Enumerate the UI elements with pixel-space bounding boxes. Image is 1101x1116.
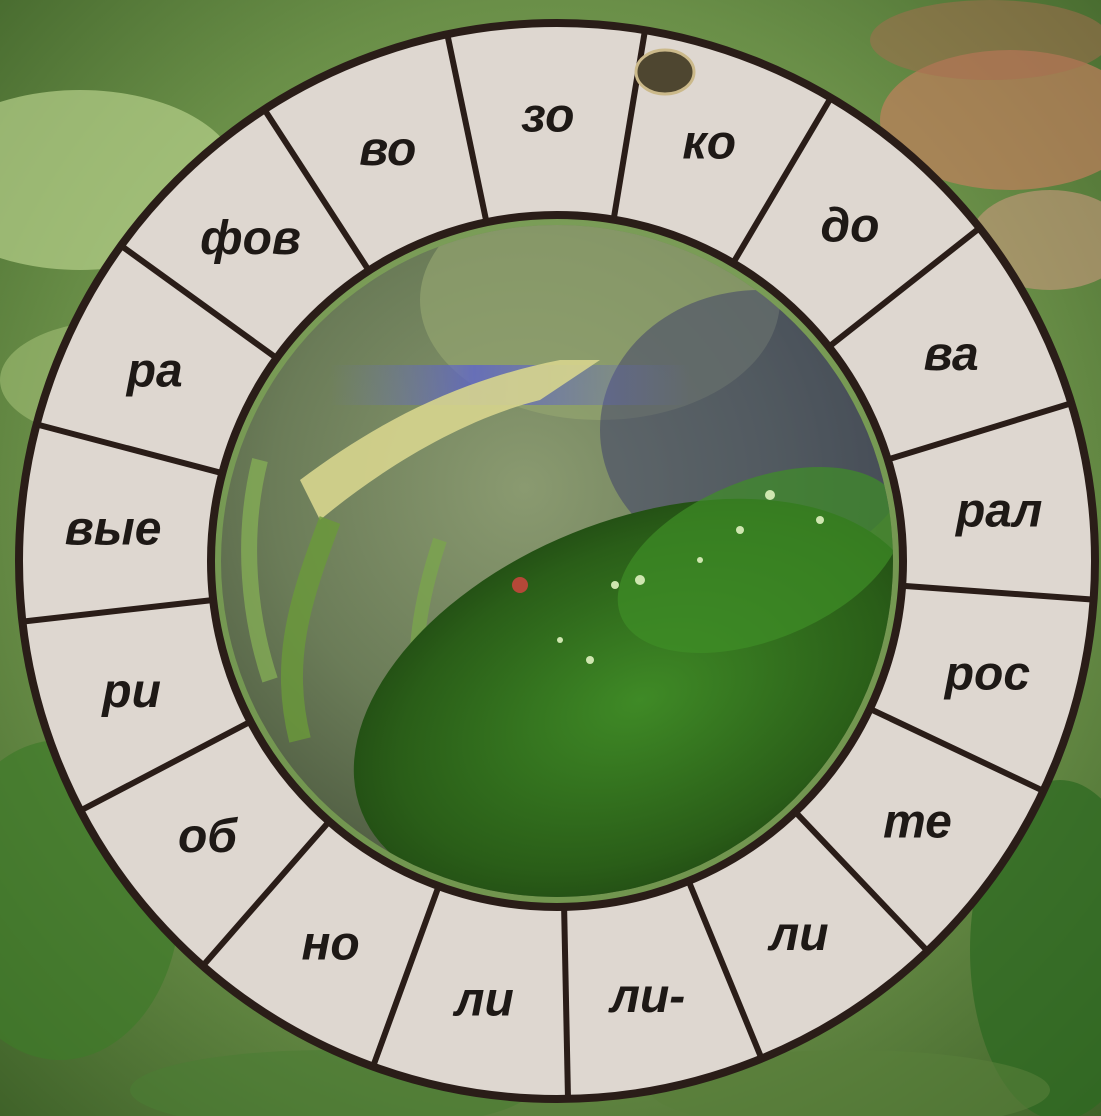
wheel-syllable[interactable]: те: [883, 795, 952, 848]
wheel-syllable[interactable]: но: [301, 918, 359, 971]
wheel-syllable[interactable]: ли: [767, 908, 828, 961]
wheel-syllable[interactable]: фов: [200, 212, 301, 265]
wheel-syllable[interactable]: ри: [100, 665, 161, 718]
wheel-syllable[interactable]: вые: [65, 503, 162, 556]
wheel-syllable[interactable]: об: [178, 810, 238, 863]
wheel-syllable[interactable]: во: [359, 123, 416, 176]
syllable-wheel: ко до ва рал рос те ли ли-ли но об ри вые ра фов во зо: [19, 23, 1095, 1099]
wheel-syllable[interactable]: ли-: [608, 970, 685, 1023]
wheel-syllable[interactable]: рал: [954, 484, 1043, 537]
wheel-syllable[interactable]: ра: [125, 344, 183, 397]
wheel-syllable[interactable]: рос: [943, 648, 1030, 701]
wheel-syllable[interactable]: до: [821, 200, 880, 253]
wheel-syllable[interactable]: ли: [453, 974, 514, 1027]
wheel-syllable[interactable]: ва: [924, 328, 979, 381]
start-dot-icon[interactable]: [636, 50, 694, 94]
wheel-divider: [564, 907, 568, 1099]
wheel-syllable[interactable]: зо: [521, 90, 574, 143]
wheel-syllable[interactable]: ко: [682, 116, 736, 169]
